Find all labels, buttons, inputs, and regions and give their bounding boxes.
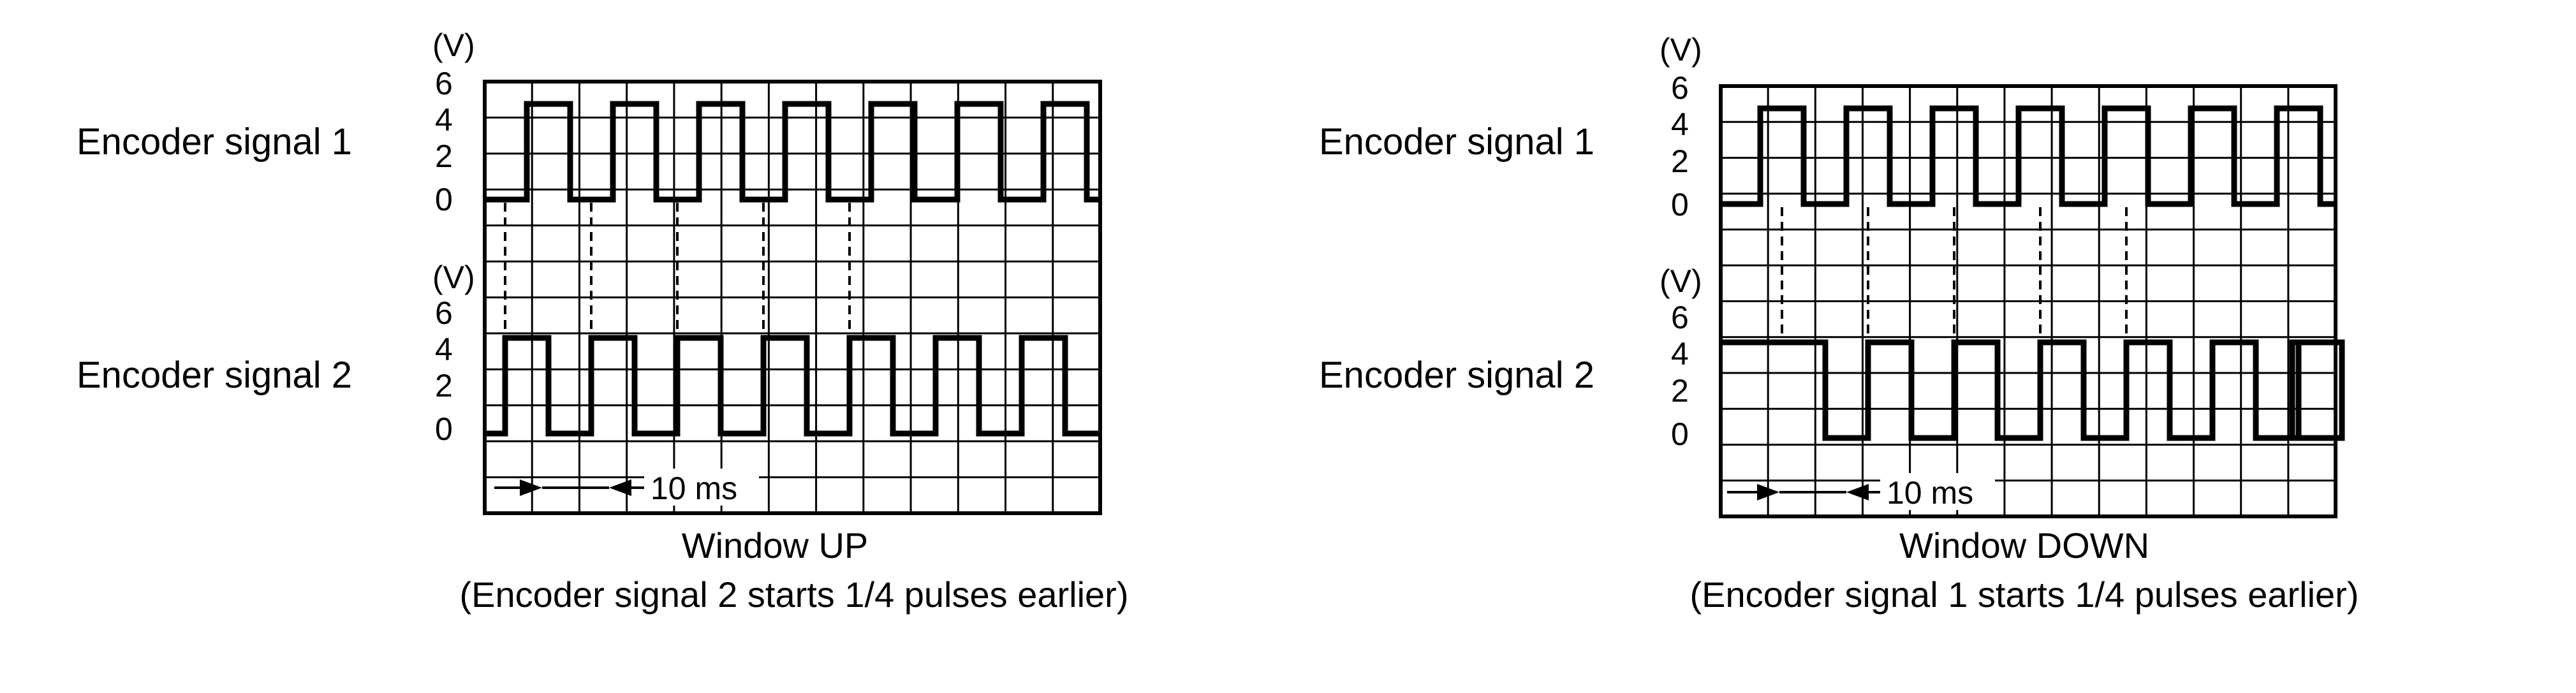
signal-2-label: Encoder signal 2	[1319, 354, 1594, 396]
grid-frame	[1719, 84, 2337, 518]
tick-2: 2	[435, 368, 453, 404]
signal-1-label: Encoder signal 1	[1319, 121, 1594, 163]
arrow-left-icon	[609, 479, 631, 496]
tick-0: 0	[1671, 416, 1689, 452]
oscilloscope-grid	[483, 80, 1102, 515]
signal-2-label: Encoder signal 2	[77, 354, 352, 396]
unit-label-signal-1: (V)	[432, 27, 475, 63]
tick-4: 4	[1671, 106, 1689, 142]
tick-0: 0	[435, 411, 453, 447]
tick-4: 4	[435, 332, 453, 367]
unit-label-signal-1: (V)	[1660, 32, 1702, 68]
tick-6: 6	[435, 66, 453, 101]
tick-6: 6	[1671, 70, 1689, 106]
panel-window-down: Encoder signal 1 Encoder signal 2 (V) 6 …	[1319, 32, 2359, 615]
time-scale-marker: 10 ms	[494, 469, 759, 506]
arrow-right-icon	[520, 479, 542, 496]
panel-window-up: Encoder signal 1 Encoder signal 2 (V) 6 …	[77, 27, 1128, 615]
panel-caption: (Encoder signal 1 starts 1/4 pulses earl…	[1690, 574, 2359, 615]
time-scale-marker: 10 ms	[1727, 473, 1995, 511]
encoder-signal-2-waveform	[485, 335, 1099, 437]
phase-alignment-lines	[504, 203, 851, 335]
time-scale-label: 10 ms	[651, 471, 737, 506]
phase-alignment-lines	[1781, 207, 2128, 339]
tick-2: 2	[435, 138, 453, 174]
unit-label-signal-2: (V)	[432, 259, 475, 295]
time-scale-label: 10 ms	[1887, 475, 1973, 511]
encoder-signal-1-waveform	[1721, 105, 2334, 207]
panel-caption: (Encoder signal 2 starts 1/4 pulses earl…	[460, 574, 1129, 615]
tick-2: 2	[1671, 143, 1689, 179]
arrow-right-icon	[1757, 484, 1779, 500]
panel-title: Window UP	[682, 525, 869, 565]
unit-label-signal-2: (V)	[1660, 263, 1702, 299]
encoder-signal-1-waveform	[485, 101, 1099, 203]
tick-4: 4	[435, 102, 453, 138]
panel-title: Window DOWN	[1899, 525, 2149, 565]
tick-0: 0	[435, 182, 453, 217]
tick-6: 6	[1671, 300, 1689, 335]
encoder-signal-2-waveform	[1721, 339, 2345, 441]
grid-frame	[483, 80, 1102, 515]
tick-0: 0	[1671, 187, 1689, 222]
arrow-left-icon	[1846, 484, 1869, 500]
signal-1-label: Encoder signal 1	[77, 121, 352, 163]
oscilloscope-grid	[1719, 84, 2337, 518]
tick-4: 4	[1671, 336, 1689, 372]
tick-2: 2	[1671, 373, 1689, 409]
tick-6: 6	[435, 295, 453, 331]
